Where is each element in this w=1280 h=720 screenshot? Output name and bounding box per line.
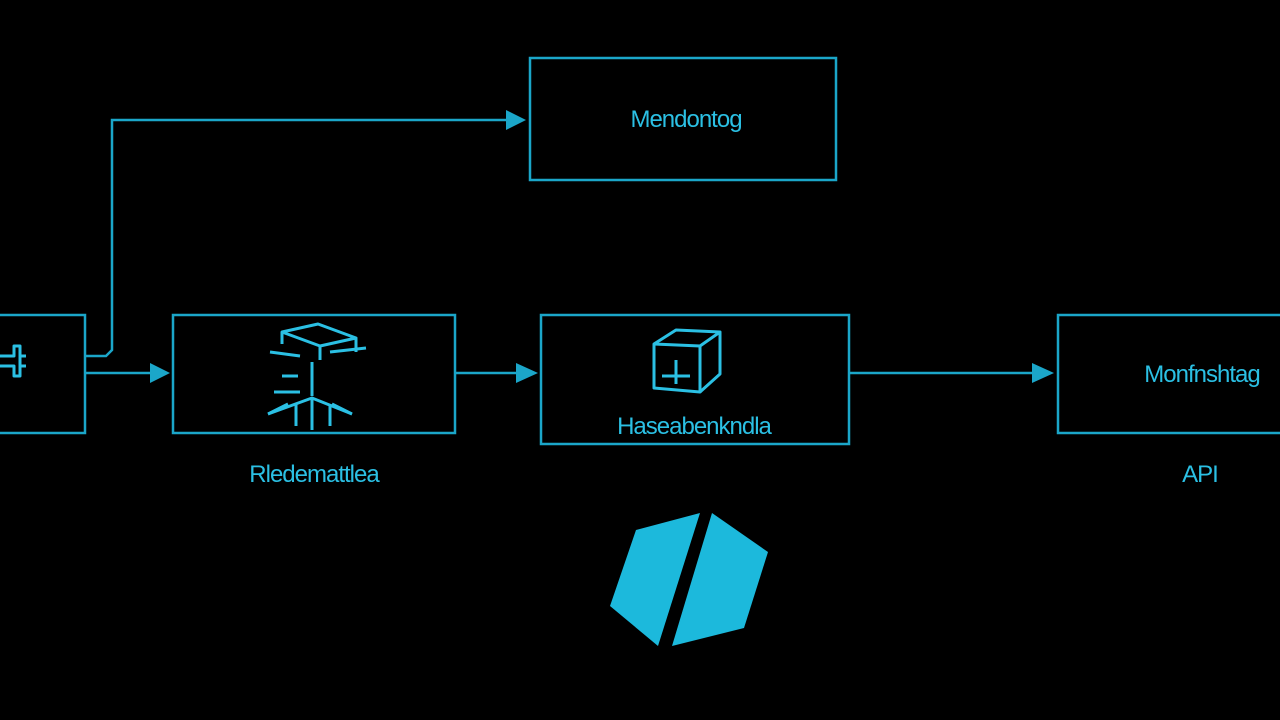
node-right: Monfnshtag API bbox=[1056, 313, 1280, 488]
node-top: Mendontog bbox=[528, 56, 838, 182]
connector-left-to-top bbox=[86, 110, 526, 358]
hexagon-logo-left-part bbox=[610, 513, 700, 646]
node-middle-left-box bbox=[171, 313, 457, 435]
node-top-label: Mendontog bbox=[630, 106, 741, 133]
connector-left-to-top-line bbox=[86, 118, 510, 358]
connector-left-to-top-arrowhead bbox=[506, 110, 526, 130]
hexagon-logo-icon bbox=[610, 513, 768, 646]
node-right-caption: API bbox=[1182, 461, 1218, 488]
hexagon-logo-right-part bbox=[672, 513, 768, 646]
connector-left-to-middle-left-arrowhead bbox=[150, 363, 170, 383]
connector-middle-right-to-right bbox=[849, 363, 1054, 383]
node-middle-left-caption: Rledemattlea bbox=[249, 461, 380, 488]
node-left-partial bbox=[0, 313, 87, 435]
node-top-box bbox=[528, 56, 838, 182]
connector-middle-left-to-middle-right-arrowhead bbox=[516, 363, 538, 383]
node-left-partial-box bbox=[0, 313, 87, 435]
plug-icon bbox=[0, 344, 26, 378]
node-right-label: Monfnshtag bbox=[1144, 361, 1259, 388]
connector-middle-left-to-middle-right bbox=[455, 363, 538, 383]
node-middle-right-box bbox=[539, 313, 851, 446]
connector-middle-right-to-right-arrowhead bbox=[1032, 363, 1054, 383]
node-right-box bbox=[1056, 313, 1280, 435]
cube-icon bbox=[652, 328, 722, 394]
network-icon bbox=[267, 322, 367, 430]
node-middle-right-label: Haseabenkndla bbox=[617, 413, 772, 440]
node-middle-left: Rledemattlea bbox=[171, 313, 457, 488]
node-middle-right: Haseabenkndla bbox=[539, 313, 851, 446]
connector-left-to-middle-left bbox=[86, 363, 170, 383]
